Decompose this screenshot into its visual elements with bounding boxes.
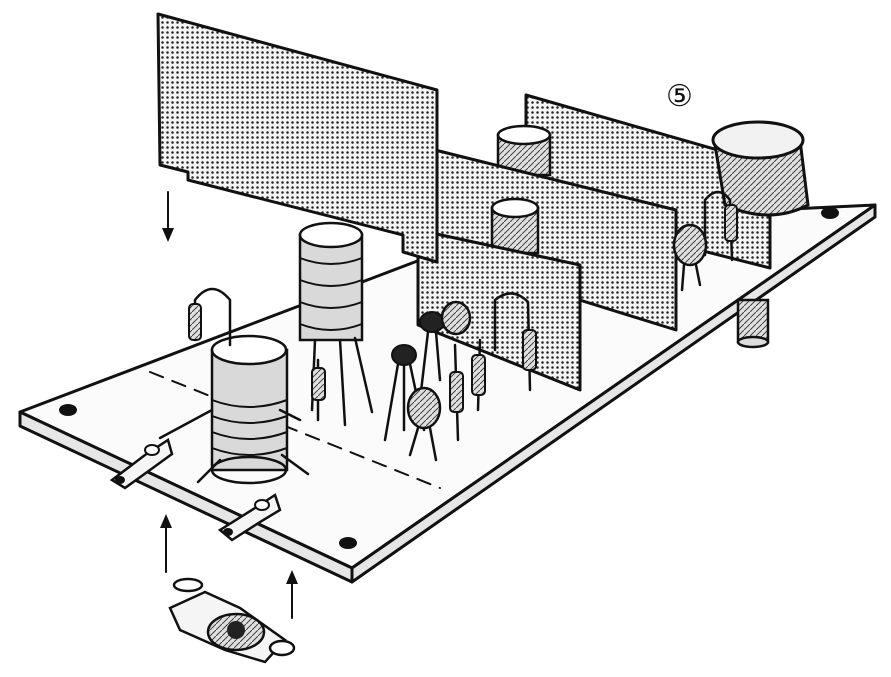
- resistor-icon: [449, 343, 464, 442]
- coil-former-tall: [298, 221, 374, 427]
- mounting-hole: [339, 537, 357, 549]
- resistor-icon: [471, 338, 486, 412]
- top-shield-plate: [156, 12, 439, 264]
- disc-capacitor-icon: [440, 300, 472, 336]
- disc-capacitor-icon: [406, 386, 442, 462]
- rotary-knob: [711, 120, 810, 217]
- mounting-hole: [821, 207, 839, 219]
- up-arrow-icon: [286, 570, 298, 619]
- tube-socket-icon: [168, 577, 296, 664]
- step-number-label: ⑤: [666, 79, 693, 114]
- down-arrow-icon: [162, 191, 174, 242]
- mounting-hole: [59, 404, 77, 416]
- resistor-icon: [188, 287, 232, 347]
- solder-lug-icon: [217, 493, 282, 542]
- coil-former-middle: [490, 197, 540, 255]
- resistor-icon: [703, 190, 738, 262]
- up-arrow-icon: [160, 514, 172, 573]
- standoff: [736, 298, 770, 349]
- coil-former-front: [158, 334, 310, 485]
- resistor-icon: [493, 292, 537, 392]
- transistor-icon: [672, 223, 708, 292]
- solder-lug-icon: [109, 438, 174, 490]
- front-shield-plate: [416, 228, 582, 392]
- resistor-icon: [311, 358, 326, 422]
